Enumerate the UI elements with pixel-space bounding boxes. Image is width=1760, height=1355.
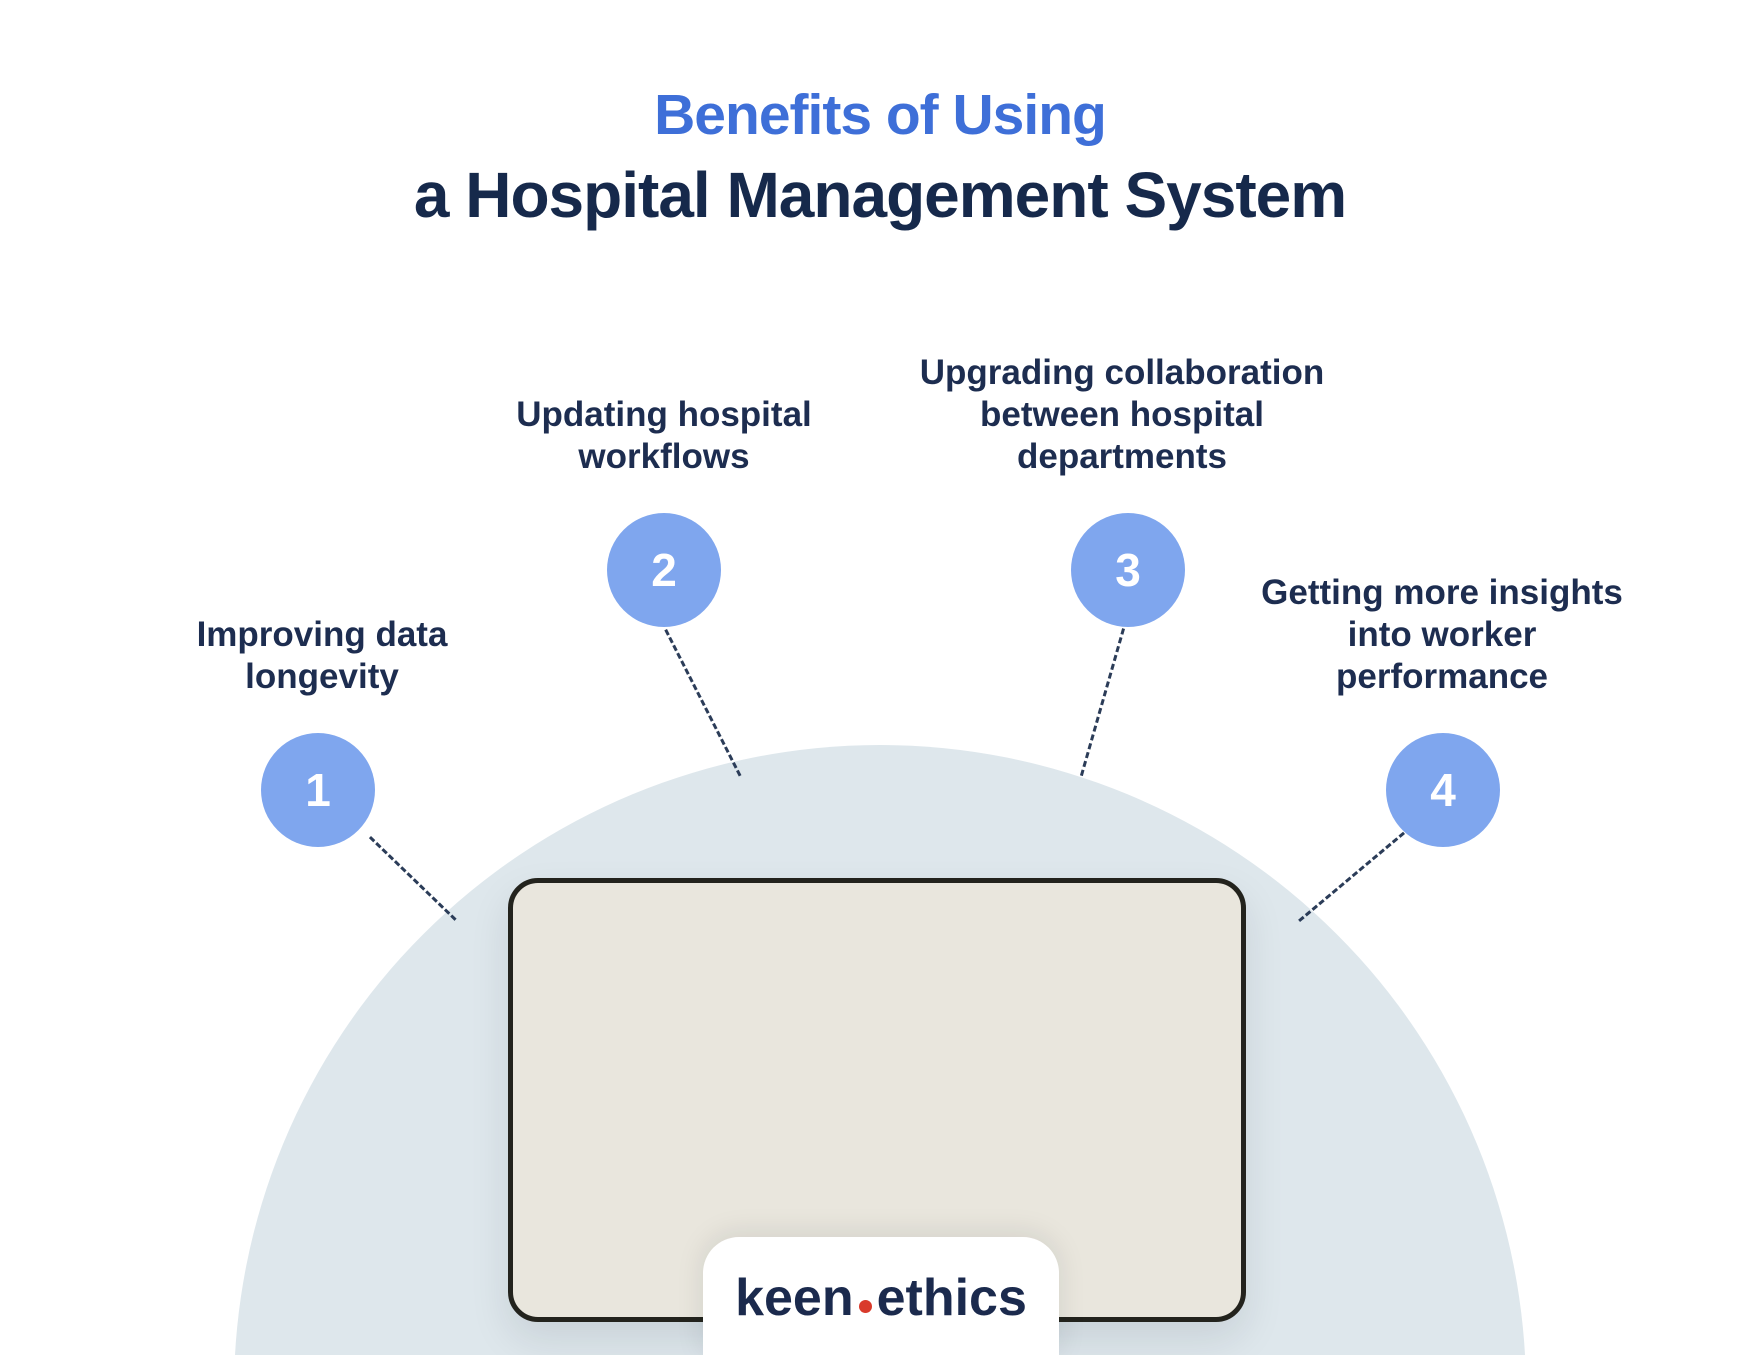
benefit-label-2: Updating hospital workflows: [516, 395, 812, 476]
benefit-number-1: 1: [261, 733, 375, 847]
benefit-label-1: Improving data longevity: [196, 615, 448, 696]
page-title-line2: a Hospital Management System: [413, 159, 1347, 231]
connector-line-4: [1298, 831, 1405, 923]
keen-ethics-logo: keen ethics: [703, 1268, 1059, 1328]
page-title-line1: Benefits of Using: [654, 83, 1107, 147]
logo-keen: keen: [735, 1269, 854, 1327]
connector-line-2: [664, 629, 742, 777]
benefit-label-3: Upgrading collaboration between hospital…: [919, 353, 1325, 476]
logo-card: [703, 1237, 1059, 1355]
benefit-number-3: 3: [1071, 513, 1185, 627]
benefit-number-4: 4: [1386, 733, 1500, 847]
benefit-label-4: Getting more insights into worker perfor…: [1261, 573, 1623, 696]
logo-ethics: ethics: [876, 1269, 1027, 1327]
connector-line-1: [368, 836, 457, 921]
benefit-number-2: 2: [607, 513, 721, 627]
logo-red-dot: [858, 1300, 872, 1313]
connector-line-3: [1079, 628, 1125, 777]
